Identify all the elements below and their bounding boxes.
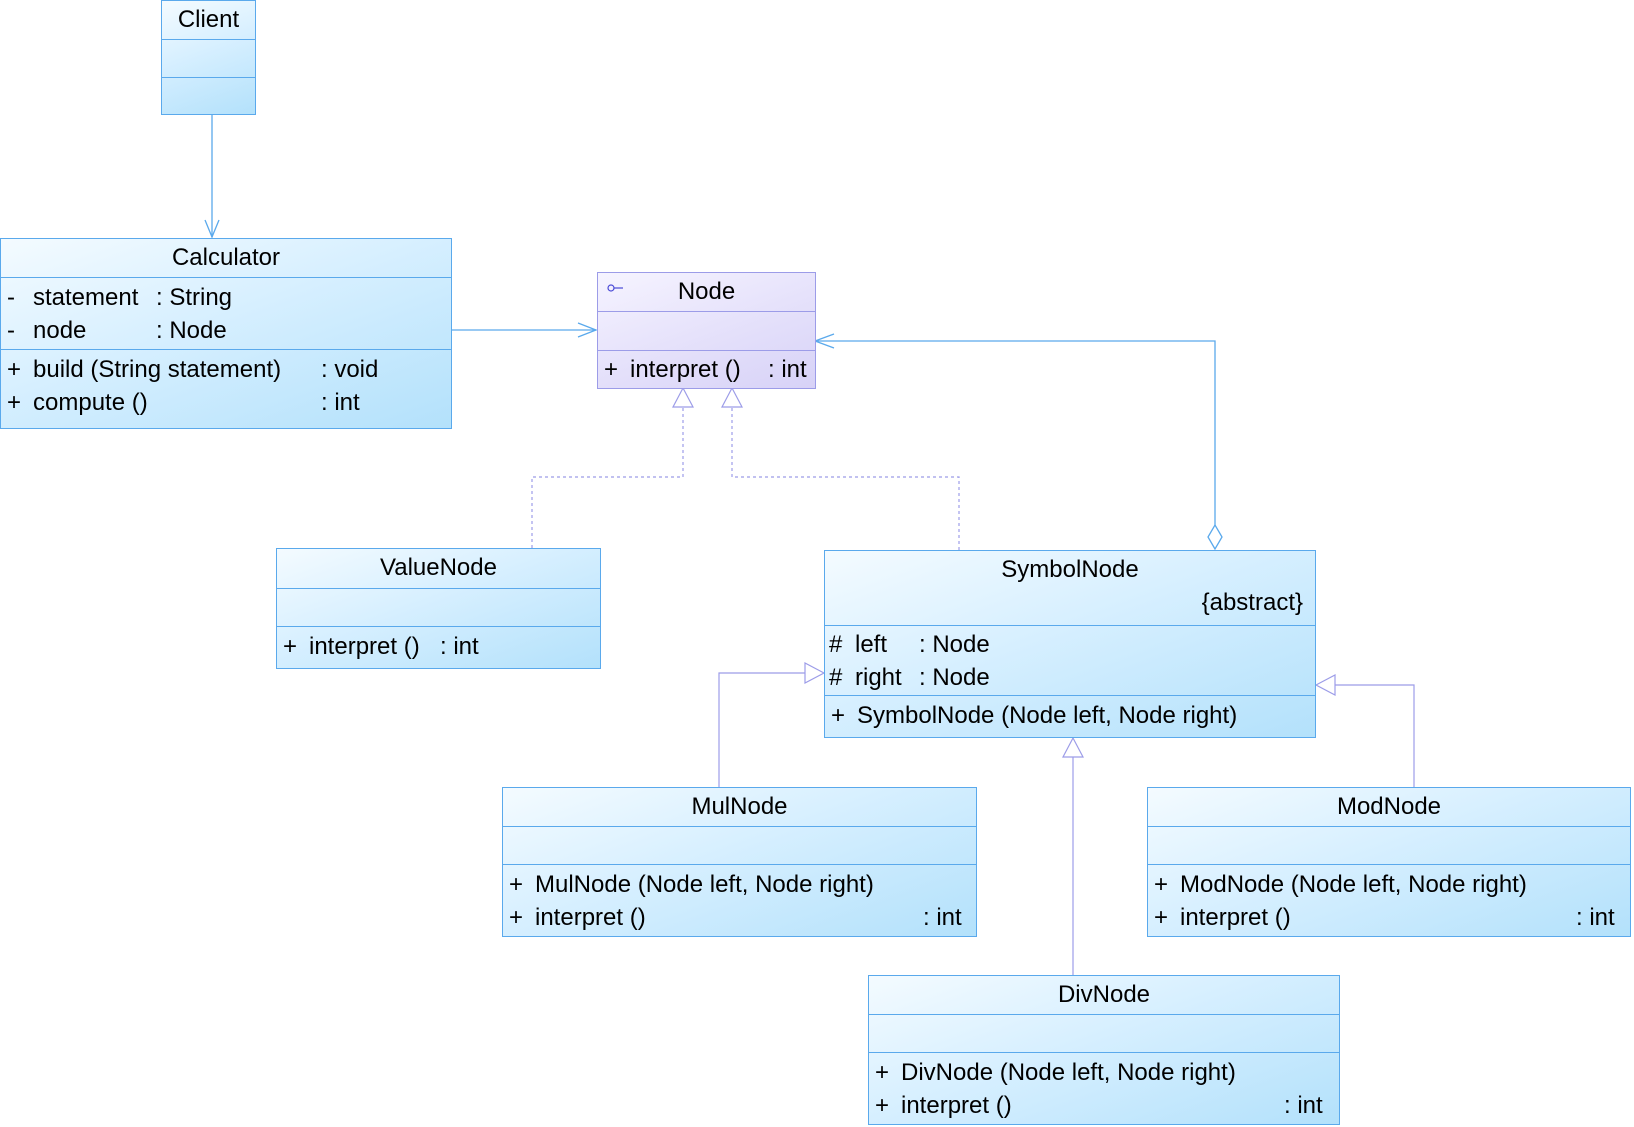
attributes-compartment: #left: Node #right: Node (825, 625, 1315, 695)
method-row: +interpret (): int (604, 356, 807, 383)
class-name: ModNode (1336, 793, 1442, 820)
class-modnode[interactable]: ModNode +ModNode (Node left, Node right)… (1147, 787, 1631, 937)
methods-compartment: +ModNode (Node left, Node right) +interp… (1148, 864, 1630, 936)
attributes-compartment: -statement: String -node: Node (1, 277, 451, 349)
class-name: DivNode (1057, 981, 1151, 1008)
methods-compartment: +MulNode (Node left, Node right) +interp… (503, 864, 976, 936)
method-row: +interpret (): int (1154, 904, 1615, 931)
method-row: +ModNode (Node left, Node right) (1154, 871, 1527, 898)
class-name: ValueNode (380, 554, 497, 581)
attribute-row: #right: Node (829, 664, 990, 691)
attributes-compartment (503, 826, 976, 864)
attribute-row: -statement: String (7, 284, 233, 311)
generalization-modnode-symbolnode (1314, 674, 1415, 787)
methods-compartment: +interpret (): int (277, 626, 600, 668)
methods-compartment: +DivNode (Node left, Node right) +interp… (869, 1052, 1339, 1124)
class-name: Node (677, 278, 736, 305)
class-symbolnode[interactable]: SymbolNode {abstract} #left: Node #right… (824, 550, 1316, 738)
methods-compartment: +SymbolNode (Node left, Node right) (825, 695, 1315, 737)
attribute-row: #left: Node (829, 631, 990, 658)
attributes-compartment (162, 39, 255, 77)
method-row: +compute (): int (7, 389, 360, 416)
abstract-modifier: {abstract} (1201, 589, 1303, 616)
method-row: +interpret (): int (509, 904, 962, 931)
class-name: SymbolNode (1001, 556, 1139, 583)
realization-valuenode-node (531, 386, 694, 548)
interface-lollipop-icon (607, 284, 623, 292)
association-calculator-node (451, 322, 598, 338)
method-row: +DivNode (Node left, Node right) (875, 1059, 1236, 1086)
realization-symbolnode-node (721, 386, 960, 550)
class-mulnode[interactable]: MulNode +MulNode (Node left, Node right)… (502, 787, 977, 937)
class-name: Calculator (171, 244, 281, 271)
class-divnode[interactable]: DivNode +DivNode (Node left, Node right)… (868, 975, 1340, 1125)
attributes-compartment (869, 1014, 1339, 1052)
method-row: +SymbolNode (Node left, Node right) (831, 702, 1238, 729)
method-row: +MulNode (Node left, Node right) (509, 871, 874, 898)
generalization-mulnode-symbolnode (718, 662, 826, 787)
attributes-compartment (598, 311, 815, 350)
class-valuenode[interactable]: ValueNode +interpret (): int (276, 548, 601, 669)
class-client[interactable]: Client (161, 0, 256, 115)
method-row: +interpret (): int (283, 633, 479, 660)
attributes-compartment (1148, 826, 1630, 864)
method-row: +build (String statement): void (7, 356, 379, 383)
methods-compartment: +build (String statement): void +compute… (1, 349, 451, 428)
interface-node[interactable]: Node +interpret (): int (597, 272, 816, 389)
aggregation-symbolnode-node (813, 333, 1223, 551)
class-name: MulNode (691, 793, 788, 820)
attribute-row: -node: Node (7, 317, 227, 344)
methods-compartment (162, 77, 255, 114)
method-row: +interpret (): int (875, 1092, 1323, 1119)
class-name: Client (177, 6, 240, 33)
attributes-compartment (277, 588, 600, 626)
association-client-calculator (204, 115, 220, 239)
methods-compartment: +interpret (): int (598, 350, 815, 388)
class-calculator[interactable]: Calculator -statement: String -node: Nod… (0, 238, 452, 429)
generalization-divnode-symbolnode (1062, 736, 1084, 975)
